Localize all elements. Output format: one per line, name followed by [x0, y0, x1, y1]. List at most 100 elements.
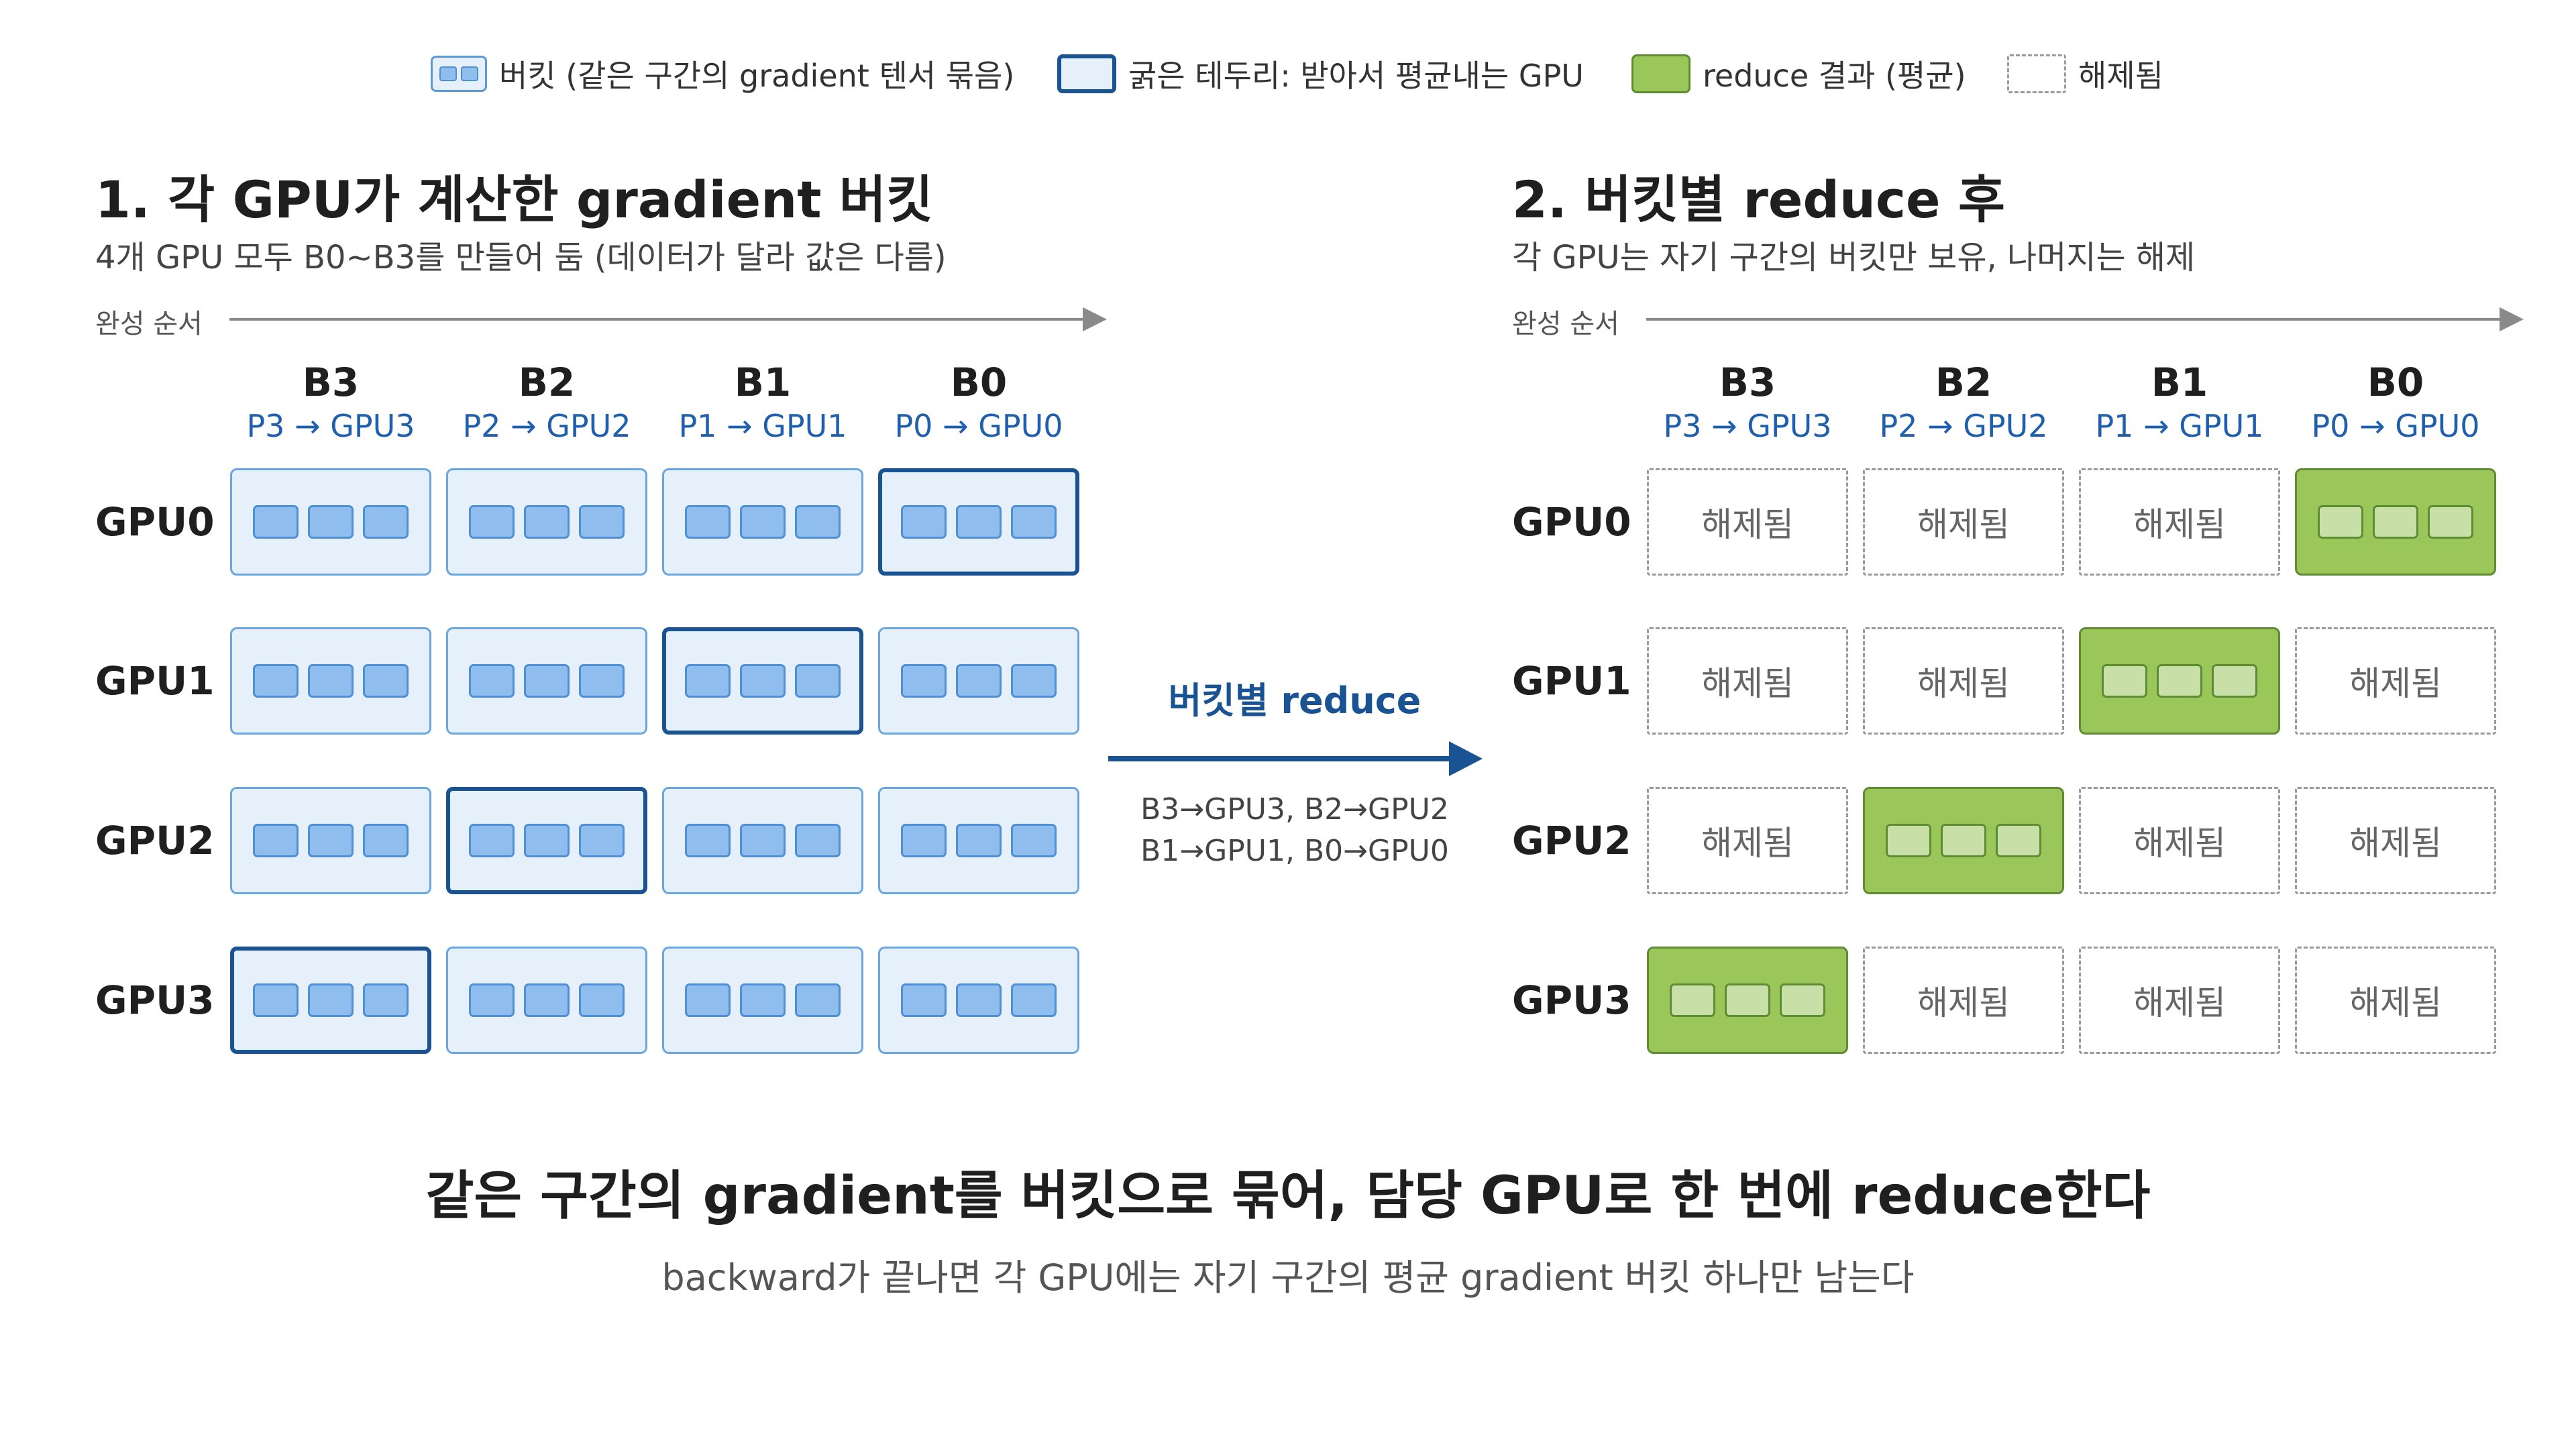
left-col-b0-owner: P0 → GPU0: [894, 408, 1063, 444]
left-col-b3-name: B3: [302, 360, 360, 405]
left-gpu0-b1-bucket: [662, 468, 863, 576]
right-col-b0-owner: P0 → GPU0: [2311, 408, 2480, 444]
legend-thick-label: 굵은 테두리: 받아서 평균내는 GPU: [1128, 58, 1584, 94]
legend-freed-swatch: [2007, 54, 2066, 93]
left-subtitle: 4개 GPU 모두 B0~B3를 만들어 둠 (데이터가 달라 값은 다름): [95, 239, 947, 276]
left-col-b1-owner: P1 → GPU1: [678, 408, 847, 444]
left-col-b0-name: B0: [950, 360, 1008, 405]
freed-label: 해제됨: [2133, 824, 2226, 863]
right-gpu2-b0-freed: 해제됨: [2295, 787, 2496, 894]
right-row-gpu0: GPU0: [1512, 499, 1631, 545]
right-gpu3-b2-freed: 해제됨: [1863, 947, 2064, 1054]
right-gpu2-b3-freed: 해제됨: [1647, 787, 1848, 894]
left-gpu2-b2-bucket-owner: [446, 787, 647, 894]
freed-label: 해제됨: [1701, 664, 1794, 703]
left-gpu2-b1-bucket: [662, 787, 863, 894]
left-row-gpu2: GPU2: [95, 818, 215, 863]
left-gpu1-b1-bucket-owner: [662, 627, 863, 735]
right-gpu0-b3-freed: 해제됨: [1647, 468, 1848, 576]
freed-label: 해제됨: [1701, 824, 1794, 863]
left-gpu0-b0-bucket-owner: [878, 468, 1079, 576]
left-gpu3-b0-bucket: [878, 947, 1079, 1054]
freed-label: 해제됨: [2349, 983, 2442, 1022]
left-gpu1-b3-bucket: [230, 627, 431, 735]
right-gpu1-b3-freed: 해제됨: [1647, 627, 1848, 735]
middle-map-line1: B3→GPU3, B2→GPU2: [1140, 792, 1449, 826]
left-order-label: 완성 순서: [95, 309, 203, 339]
left-gpu0-b2-bucket: [446, 468, 647, 576]
left-gpu2-b0-bucket: [878, 787, 1079, 894]
middle-map-line2: B1→GPU1, B0→GPU0: [1140, 834, 1449, 868]
right-gpu3-b0-freed: 해제됨: [2295, 947, 2496, 1054]
freed-label: 해제됨: [1917, 664, 2010, 703]
legend-freed-label: 해제됨: [2078, 58, 2163, 94]
left-col-b3-owner: P3 → GPU3: [246, 408, 415, 444]
right-gpu1-b1-reduced: [2079, 627, 2280, 735]
right-order-arrow-head: [2500, 307, 2524, 331]
left-gpu3-b3-bucket-owner: [230, 947, 431, 1054]
left-gpu1-b0-bucket: [878, 627, 1079, 735]
right-gpu0-b2-freed: 해제됨: [1863, 468, 2064, 576]
footer-title: 같은 구간의 gradient를 버킷으로 묶어, 담당 GPU로 한 번에 r…: [425, 1166, 2151, 1226]
right-gpu0-b0-reduced: [2295, 468, 2496, 576]
right-gpu0-b1-freed: 해제됨: [2079, 468, 2280, 576]
freed-label: 해제됨: [2349, 664, 2442, 703]
left-gpu3-b1-bucket: [662, 947, 863, 1054]
left-gpu0-b3-bucket: [230, 468, 431, 576]
freed-label: 해제됨: [2133, 505, 2226, 544]
freed-label: 해제됨: [1701, 505, 1794, 544]
left-col-b2-owner: P2 → GPU2: [462, 408, 631, 444]
right-gpu1-b0-freed: 해제됨: [2295, 627, 2496, 735]
right-col-b1-owner: P1 → GPU1: [2095, 408, 2264, 444]
right-order-arrow-line: [1646, 318, 2502, 321]
freed-label: 해제됨: [2349, 824, 2442, 863]
right-order-label: 완성 순서: [1512, 309, 1619, 339]
left-order-arrow-line: [229, 318, 1085, 321]
right-col-b2-name: B2: [1935, 360, 1992, 405]
left-title: 1. 각 GPU가 계산한 gradient 버킷: [95, 170, 933, 229]
left-gpu1-b2-bucket: [446, 627, 647, 735]
right-row-gpu2: GPU2: [1512, 818, 1631, 863]
middle-arrow-line: [1108, 756, 1457, 761]
legend-green-label: reduce 결과 (평균): [1703, 58, 1966, 94]
right-gpu3-b1-freed: 해제됨: [2079, 947, 2280, 1054]
right-row-gpu3: GPU3: [1512, 977, 1631, 1023]
freed-label: 해제됨: [1917, 505, 2010, 544]
right-gpu3-b3-reduced: [1647, 947, 1848, 1054]
right-gpu1-b2-freed: 해제됨: [1863, 627, 2064, 735]
right-col-b0-name: B0: [2367, 360, 2424, 405]
left-col-b2-name: B2: [518, 360, 576, 405]
middle-arrow-head: [1449, 741, 1483, 776]
right-gpu2-b1-freed: 해제됨: [2079, 787, 2280, 894]
right-col-b3-name: B3: [1719, 360, 1776, 405]
right-col-b1-name: B1: [2151, 360, 2208, 405]
legend-green: reduce 결과 (평균): [1631, 52, 1966, 95]
right-gpu2-b2-reduced: [1863, 787, 2064, 894]
left-gpu2-b3-bucket: [230, 787, 431, 894]
footer-subtitle: backward가 끝나면 각 GPU에는 자기 구간의 평균 gradient…: [661, 1256, 1915, 1299]
right-col-b3-owner: P3 → GPU3: [1663, 408, 1832, 444]
left-row-gpu0: GPU0: [95, 499, 215, 545]
right-subtitle: 각 GPU는 자기 구간의 버킷만 보유, 나머지는 해제: [1512, 239, 2196, 276]
right-col-b2-owner: P2 → GPU2: [1879, 408, 2048, 444]
right-row-gpu1: GPU1: [1512, 658, 1631, 704]
left-row-gpu1: GPU1: [95, 658, 215, 704]
legend-bucket: 버킷 (같은 구간의 gradient 텐서 묶음): [431, 52, 1014, 95]
legend-bucket-label: 버킷 (같은 구간의 gradient 텐서 묶음): [499, 58, 1015, 94]
legend-thick-swatch: [1057, 54, 1116, 93]
legend-green-swatch: [1631, 54, 1690, 93]
left-order-arrow-head: [1083, 307, 1107, 331]
freed-label: 해제됨: [1917, 983, 2010, 1022]
right-title: 2. 버킷별 reduce 후: [1512, 170, 2005, 229]
legend-bucket-swatch: [431, 56, 487, 92]
legend-freed: 해제됨: [2007, 52, 2163, 95]
left-gpu3-b2-bucket: [446, 947, 647, 1054]
